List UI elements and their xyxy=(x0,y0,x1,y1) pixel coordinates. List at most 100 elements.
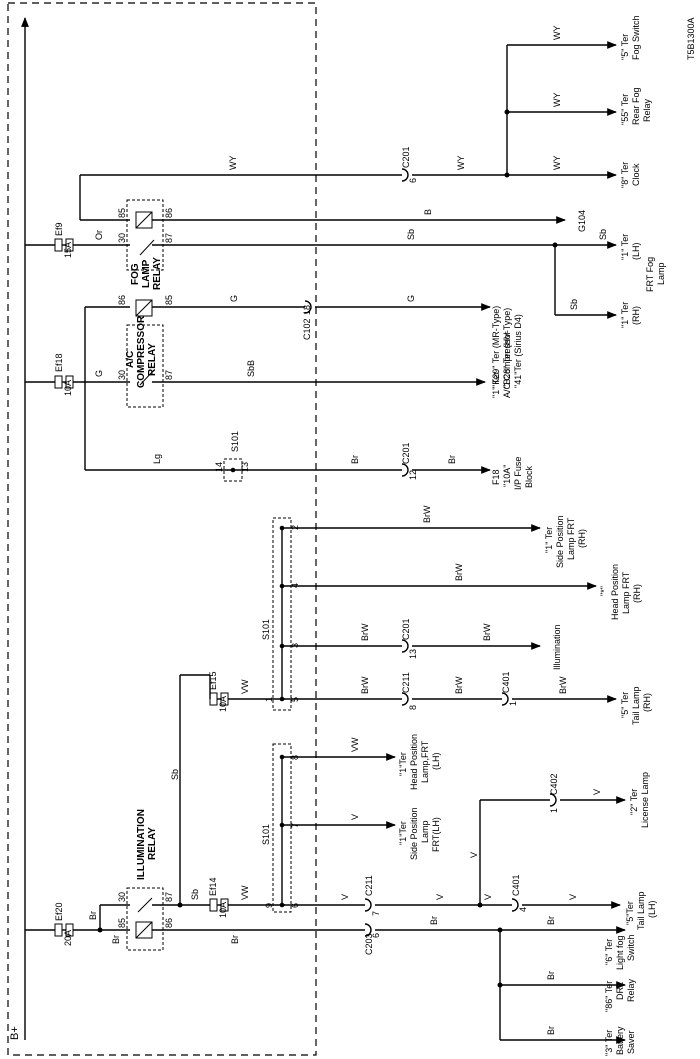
conn-c211-pin-8: 8 xyxy=(408,705,418,710)
wire-vw-ef15: VW xyxy=(240,679,250,694)
head-position-rh-circuit: BrW xyxy=(282,563,597,590)
frt-fog-lh-ter: "1" Ter xyxy=(620,234,630,260)
fog-lamp-relay: 30 85 87 86 FOG LAMP RELAY Or Sb Sb Sb B… xyxy=(73,26,617,319)
fuse-block-f18: F18 xyxy=(491,469,501,485)
wire-v-license-2: V xyxy=(592,789,602,795)
side-rh-lamp: Lamp FRT xyxy=(566,517,576,560)
wire-brw-illum-2: BrW xyxy=(482,623,492,641)
side-position-lh-circuit: V xyxy=(282,814,396,829)
wire-sbb: SbB xyxy=(246,360,256,377)
frt-fog-lamp-1: FRT Fog xyxy=(645,257,655,292)
conn-c402: C402 xyxy=(549,773,559,795)
wire-sb-fog-2: Sb xyxy=(598,229,608,240)
tail-rh-circuit: C211 8 C401 1 BrW BrW BrW xyxy=(282,671,617,710)
conn-c201-illum: C201 xyxy=(401,618,411,640)
side-rh-side: (RH) xyxy=(577,529,587,548)
fuse-ef20-rating: 20A xyxy=(63,930,73,946)
k29-ter: "K29" Ter (MR-Type) xyxy=(491,306,501,388)
ef15-circuit: VW xyxy=(228,679,285,700)
head-lh-name: Head Position xyxy=(409,734,419,790)
wire-sb-fog-1: Sb xyxy=(406,229,416,240)
fog-relay-pin-85: 85 xyxy=(117,208,127,218)
head-lh-ter: "1"Ter xyxy=(398,752,408,776)
destination-drl-relay: "86" Ter DRL Relay xyxy=(604,978,636,1012)
light-fog-name: Light fog xyxy=(615,935,625,970)
ac-relay-pin-85: 85 xyxy=(164,295,174,305)
wire-br-5: Br xyxy=(546,1026,556,1035)
side-position-rh-circuit: BrW xyxy=(282,505,541,532)
clock-ter: "8" Ter xyxy=(620,162,630,188)
side-lh-lamp: Lamp xyxy=(420,820,430,843)
s101-upper-label: S101 xyxy=(261,619,271,640)
fuse-ef15: Ef15 10A xyxy=(208,671,229,712)
license-ter: "2" Ter xyxy=(629,789,639,815)
41-ter: "41"Ter (Sirius D4) xyxy=(513,314,523,388)
diagram-id: T5B1300A xyxy=(686,17,696,60)
destination-rear-fog-relay: "55" Ter Rear Fog Relay xyxy=(620,87,652,125)
destination-side-position-rh: "1" Ter Side Position Lamp FRT (RH) xyxy=(544,515,587,568)
head-rh-lamp: Lamp FRT xyxy=(621,571,631,614)
conn-c201-pin-12: 12 xyxy=(408,470,418,480)
wire-wy-3: WY xyxy=(552,156,562,171)
destination-fuse-block: F18 "10A" I/P Fuse Block xyxy=(491,457,534,490)
conn-c211-tail: C211 xyxy=(401,672,411,693)
illum-relay-pin-86: 86 xyxy=(164,918,174,928)
conn-c203: C203 xyxy=(364,933,374,955)
drl-ter: "86" Ter xyxy=(604,981,614,1012)
fog-relay-title-2: LAMP xyxy=(141,259,152,288)
illum-relay-title-2: RELAY xyxy=(147,827,158,860)
destination-light-fog-switch: "6" Ter Light fog Switch xyxy=(604,934,636,970)
conn-c201-fog: C201 xyxy=(401,146,411,168)
splice-s101-upper: S101 2 4 3 1 5 xyxy=(261,517,300,711)
wire-br-2: Br xyxy=(429,916,439,925)
wire-brw-head-rh: BrW xyxy=(454,563,464,581)
fuse-ef14-name: Ef14 xyxy=(208,877,218,896)
rear-fog-relay: Relay xyxy=(642,98,652,122)
drl-relay: Relay xyxy=(626,978,636,1002)
ac-relay-title-2: COMPRESSOR xyxy=(136,315,147,388)
destination-illumination: Illumination xyxy=(552,624,562,670)
destination-battery-saver: "3" Ter Battery Saver xyxy=(604,1026,636,1056)
tail-lh-side: (LH) xyxy=(647,900,657,918)
side-lh-name: Side Position xyxy=(409,807,419,860)
ac-relay-pin-86: 86 xyxy=(117,295,127,305)
destination-tail-lh: "5"Ter Tail Lamp (LH) xyxy=(625,891,657,930)
wire-or: Or xyxy=(94,230,104,240)
destination-license-lamp: "2" Ter License Lamp xyxy=(629,772,650,828)
wire-vw-head-lh: VW xyxy=(350,737,360,752)
fuse-ef15-name: Ef15 xyxy=(208,671,218,690)
conn-c401-v: C401 xyxy=(511,874,521,896)
wire-br-1: Br xyxy=(230,935,240,944)
conn-c401-tail: C401 xyxy=(501,671,511,693)
side-lh-ter: "1"Ter xyxy=(398,821,408,845)
destination-side-position-lh: "1"Ter Side Position Lamp FRT(LH) xyxy=(398,807,441,860)
wire-brw-tail-2: BrW xyxy=(454,676,464,694)
illum-relay-title-1: ILLUMINATION xyxy=(136,809,147,880)
illum-relay-pin-87: 87 xyxy=(164,892,174,902)
fuse-ef18-rating: 10A xyxy=(63,380,73,396)
rear-fog-ter: "55" Ter xyxy=(620,94,630,125)
wire-brw-side-rh: BrW xyxy=(422,505,432,523)
conn-c201-s101: C201 xyxy=(401,442,411,464)
battery-saver: Saver xyxy=(626,1030,636,1054)
destination-ac-compressor: "1" Ter A/C Compressor xyxy=(491,331,512,398)
wire-brw-illum-1: BrW xyxy=(360,623,370,641)
wire-brw-tail-1: BrW xyxy=(360,676,370,694)
tail-lh-ter: "5"Ter xyxy=(625,901,635,925)
fuse-ef18: Ef18 10A xyxy=(25,353,74,396)
fuse-ef20-name: Ef20 xyxy=(54,902,64,921)
ground-g104: G104 xyxy=(577,210,587,232)
wire-g-2: G xyxy=(229,295,239,302)
wire-br-4: Br xyxy=(546,971,556,980)
wire-wy-1: WY xyxy=(228,156,238,171)
fog-switch-ter: "5" Ter xyxy=(620,34,630,60)
ac-relay-pin-87: 87 xyxy=(164,370,174,380)
head-rh-name: Head Position xyxy=(610,564,620,620)
tail-rh-ter: "5" Ter xyxy=(620,692,630,718)
conn-c201-pin-6: 6 xyxy=(408,178,418,183)
wire-br-illum-1: Br xyxy=(88,911,98,920)
s101-small-label: S101 xyxy=(230,431,240,452)
clock-name: Clock xyxy=(631,163,641,186)
wire-v-side-lh: V xyxy=(350,814,360,820)
